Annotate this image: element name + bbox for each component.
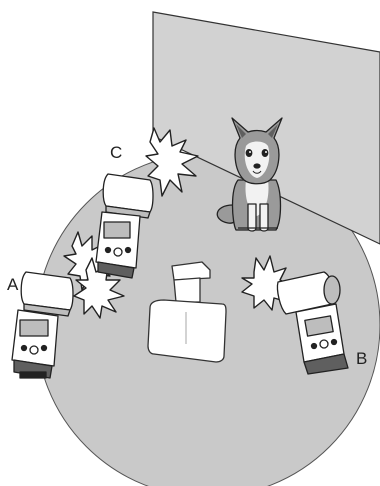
speedlite-b [276, 271, 349, 375]
label-b: B [356, 349, 367, 368]
speedlite-a [11, 271, 74, 379]
on-camera-master-flash [147, 261, 227, 363]
backdrop-wall [152, 11, 380, 245]
dog-subject [216, 117, 283, 232]
speedlite-c [95, 173, 154, 279]
label-c: C [110, 143, 122, 162]
label-a: A [7, 275, 19, 294]
flash-burst-c [145, 127, 199, 197]
